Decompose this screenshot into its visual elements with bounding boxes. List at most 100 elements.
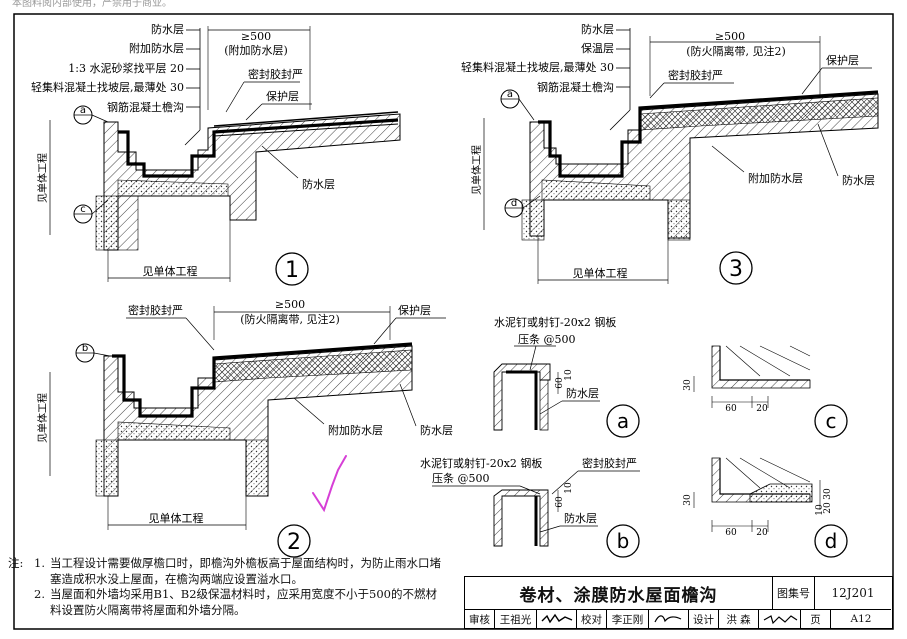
d3-extra-waterproof: 附加防水层 [748, 171, 803, 185]
da-nail-label: 水泥钉或射钉-20x2 钢板 [494, 315, 616, 329]
d1-sealant: 密封胶封严 [248, 67, 303, 81]
d1-dim-value: ≥500 [241, 30, 271, 43]
detail-b: 水泥钉或射钉-20x2 钢板 压条 @500 密封胶封严 60 10 防水层 b [420, 456, 640, 558]
note-1: 注: 1. 当工程设计需要做厚檐口时，即檐沟外檐板高于屋面结构时，为防止雨水口堵… [8, 556, 448, 587]
d3-layer-3: 钢筋混凝土檐沟 [537, 80, 614, 94]
dd-dim-30b: 30 [823, 488, 833, 500]
note-1-text: 当工程设计需要做厚檐口时，即檐沟外檐板高于屋面结构时，为防止雨水口堵塞造成积水没… [50, 556, 441, 586]
d1-number: 1 [285, 258, 299, 283]
d2-ref-horizontal: 见单体工程 [149, 511, 204, 525]
d3-sealant: 密封胶封严 [668, 68, 723, 82]
d1-layer-1: 附加防水层 [129, 41, 184, 55]
d2-waterproof: 防水层 [420, 423, 453, 437]
da-waterproof: 防水层 [566, 386, 599, 400]
notes-prefix: 注: [8, 556, 24, 570]
dc-dim-30: 30 [683, 379, 693, 391]
note-2: 2. 当屋面和外墙均采用B1、B2级保温材料时，应采用宽度不小于500的不燃材料… [8, 587, 448, 618]
db-letter: b [617, 529, 630, 553]
dd-dim-20: 20 [756, 528, 768, 538]
set-number-label: 图集号 [773, 577, 815, 610]
db-dim-60: 60 [555, 496, 565, 508]
d3-dim-note: (防火隔离带, 见注2) [686, 44, 786, 58]
d3-marker-a: a [500, 89, 535, 121]
d3-layer-0: 防水层 [581, 22, 614, 36]
d1-ref-horizontal: 见单体工程 [143, 264, 198, 278]
d2-protect: 保护层 [398, 303, 431, 317]
d2-dim-note: (防火隔离带, 见注2) [240, 312, 340, 326]
check-mark-annotation [312, 455, 347, 513]
d3-protect: 保护层 [826, 53, 859, 67]
d2-ref-vertical: 见单体工程 [37, 393, 49, 443]
drawing-title: 卷材、涂膜防水屋面檐沟 [465, 577, 773, 610]
reviewer-signature-mark [541, 613, 572, 624]
da-dim-60: 60 [555, 377, 565, 389]
review-label: 审核 [465, 610, 495, 628]
d1-layer-0: 防水层 [151, 22, 184, 36]
reviewer-name: 王祖光 [495, 610, 537, 628]
d1-protect: 保护层 [266, 89, 299, 103]
detail-d: 30 60 20 30 20 10 d [683, 457, 848, 558]
checker-name: 李正刚 [607, 610, 649, 628]
dc-dim-20: 20 [756, 404, 768, 414]
detail-1: 防水层 附加防水层 1:3 水泥砂浆找平层 20 轻集料混凝土找坡层,最薄处 3… [31, 22, 401, 286]
svg-text:a: a [80, 105, 86, 116]
set-number-value: 12J201 [815, 577, 891, 610]
d1-dim-note: (附加防水层) [224, 43, 288, 57]
notes: 注: 1. 当工程设计需要做厚檐口时，即檐沟外檐板高于屋面结构时，为防止雨水口堵… [8, 556, 448, 618]
dd-dim-60: 60 [725, 528, 737, 538]
d2-sealant: 密封胶封严 [128, 303, 183, 317]
design-label: 设计 [689, 610, 719, 628]
dd-dim-10: 10 [815, 504, 825, 516]
svg-text:a: a [507, 89, 513, 100]
note-1-num: 1. [34, 556, 45, 570]
svg-text:c: c [80, 204, 86, 215]
db-strip-label: 压条 @500 [432, 471, 490, 485]
da-strip-label: 压条 @500 [518, 332, 576, 346]
page-value: A12 [850, 613, 872, 625]
db-sealant: 密封胶封严 [582, 456, 637, 470]
dd-dim-30: 30 [683, 494, 693, 506]
d1-ref-vertical: 见单体工程 [37, 153, 49, 203]
da-letter: a [617, 409, 629, 433]
checker-signature-mark [653, 615, 681, 623]
d2-number: 2 [287, 530, 301, 555]
d3-dim-value: ≥500 [715, 30, 745, 43]
da-dim-10: 10 [564, 369, 574, 381]
dc-letter: c [826, 409, 837, 433]
page-label: 页 [801, 610, 831, 628]
title-block: 卷材、涂膜防水屋面檐沟 图集号 12J201 审核 王祖光 校对 李正刚 设计 … [464, 576, 893, 629]
d3-layer-1: 保温层 [581, 41, 614, 55]
db-dim-10: 10 [564, 482, 574, 494]
d3-number: 3 [729, 257, 743, 282]
d1-marker-c: c [73, 199, 109, 224]
detail-2: 密封胶封严 ≥500 (防火隔离带, 见注2) 保护层 附加防水层 防水层 b … [37, 298, 453, 558]
d2-extra-waterproof: 附加防水层 [328, 423, 383, 437]
d3-waterproof: 防水层 [842, 173, 875, 187]
dc-dim-60: 60 [725, 404, 737, 414]
designer-name: 洪 森 [719, 610, 759, 628]
check-label: 校对 [577, 610, 607, 628]
d3-marker-d: d [504, 195, 541, 218]
d1-layer-2: 1:3 水泥砂浆找平层 20 [68, 61, 184, 75]
note-2-text: 当屋面和外墙均采用B1、B2级保温材料时，应采用宽度不小于500的不燃材料设置防… [50, 587, 437, 617]
svg-text:b: b [82, 343, 88, 354]
checker-signature [649, 610, 689, 628]
d1-marker-a: a [73, 105, 109, 125]
reviewer-signature [537, 610, 577, 628]
header-fragment: 本图料阅内部使用，严禁用于商业。 [12, 0, 172, 9]
designer-signature-mark [763, 615, 797, 625]
note-2-num: 2. [34, 587, 45, 601]
designer-signature [759, 610, 801, 628]
d1-layer-3: 轻集料混凝土找坡层,最薄处 30 [31, 80, 184, 94]
d1-waterproof: 防水层 [302, 177, 335, 191]
d3-layer-2: 轻集料混凝土找坡层,最薄处 30 [461, 60, 614, 74]
detail-c: 30 60 20 c [683, 345, 848, 438]
svg-text:d: d [511, 198, 517, 209]
signature-row: 审核 王祖光 校对 李正刚 设计 洪 森 页 A12 [465, 610, 891, 628]
d3-ref-horizontal: 见单体工程 [573, 266, 628, 280]
d2-marker-b: b [75, 343, 111, 363]
db-waterproof: 防水层 [564, 511, 597, 525]
sheet-frame [13, 13, 894, 630]
